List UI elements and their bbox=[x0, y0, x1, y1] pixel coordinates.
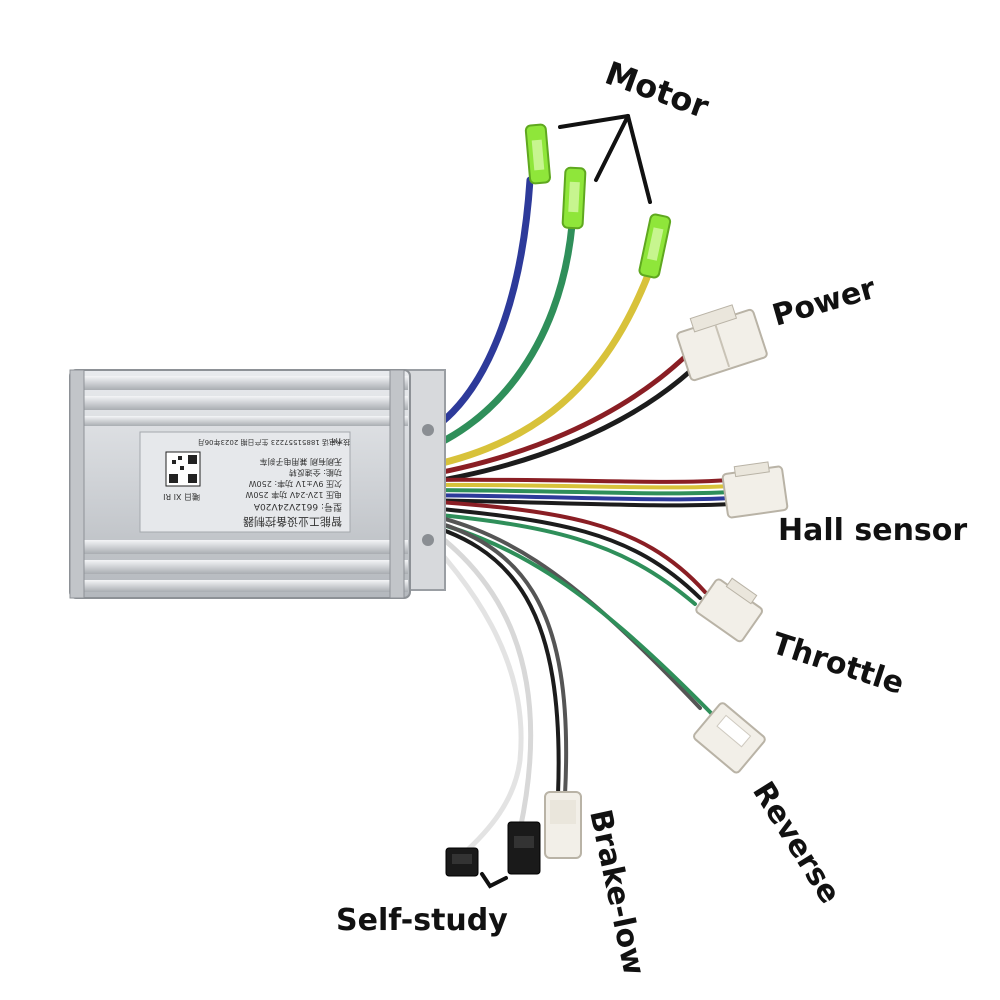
hall-wire-green bbox=[408, 488, 732, 496]
label-voltage-power: 电压 12V-24V 功率 250W bbox=[245, 490, 342, 500]
motor-arrow-right bbox=[626, 114, 652, 204]
label-product-name: 智能工业设备控制器 bbox=[243, 515, 342, 529]
selfstudy-connector-a bbox=[507, 821, 541, 875]
throttle-wire-red bbox=[408, 498, 707, 594]
label-logo-text: 曦日 XI RI bbox=[163, 492, 200, 502]
hall-wire-blue bbox=[408, 493, 732, 502]
label-reverse: Reverse bbox=[745, 776, 847, 910]
label-function: 功能: 全速反转 bbox=[289, 468, 342, 478]
hall-wire-black bbox=[408, 498, 732, 508]
label-brand-mark: TM bbox=[332, 436, 343, 444]
motor-arrow-middle bbox=[594, 114, 630, 182]
label-feature: 无刷有刷 兼用电子刹车 bbox=[259, 457, 342, 467]
reverse-connector bbox=[693, 702, 766, 774]
flange-hole-bottom bbox=[422, 534, 434, 546]
label-brake-low: Brake-low bbox=[582, 806, 651, 978]
throttle-wire-black bbox=[408, 504, 702, 600]
hall-wire-red bbox=[408, 477, 732, 484]
selfstudy-connector-b bbox=[445, 847, 479, 877]
label-model: 型号: 6612V24V20A bbox=[253, 501, 342, 512]
motor-wire-yellow bbox=[406, 266, 654, 474]
label-self-study: Self-study bbox=[336, 903, 508, 938]
wire-harness bbox=[406, 176, 732, 858]
housing-rib-2 bbox=[72, 396, 408, 410]
housing-rib-1 bbox=[72, 376, 408, 390]
connectors bbox=[445, 123, 789, 877]
throttle-wire-green bbox=[408, 510, 697, 606]
label-hall-sensor: Hall sensor bbox=[778, 513, 967, 548]
housing-rib-3 bbox=[72, 416, 408, 426]
motor-terminal-yellow bbox=[638, 213, 672, 279]
annotation-arrows bbox=[480, 114, 652, 889]
motor-terminal-blue bbox=[524, 123, 551, 185]
reverse-wire-gray bbox=[408, 508, 702, 710]
label-motor: Motor bbox=[600, 54, 714, 126]
housing-endcap-right bbox=[389, 369, 405, 599]
motor-terminal-green bbox=[561, 166, 587, 230]
label-brake-spec: 欠压 9V±1V 功率: 250W bbox=[249, 479, 342, 489]
label-support-line: 技术电话 18851557223 生产日期 2023年06月 bbox=[198, 438, 350, 447]
power-connector bbox=[676, 304, 768, 382]
power-wire-red bbox=[407, 349, 693, 481]
brake-wire-black bbox=[408, 518, 561, 797]
motor-arrow-left bbox=[558, 114, 630, 129]
selfstudy-wire-white-b bbox=[407, 517, 524, 858]
qr-code-icon bbox=[165, 451, 201, 487]
selfstudy-check-mark bbox=[480, 872, 508, 889]
flange-hole-top bbox=[422, 424, 434, 436]
label-power: Power bbox=[769, 271, 880, 334]
housing-endcap bbox=[69, 369, 85, 599]
brake-connector bbox=[544, 791, 582, 859]
label-throttle: Throttle bbox=[768, 626, 909, 701]
controller-label: 智能工业设备控制器 型号: 6612V24V20A 电压 12V-24V 功率 … bbox=[139, 431, 351, 533]
hall-wire-yellow bbox=[408, 482, 732, 490]
hall-sensor-connector bbox=[721, 461, 789, 519]
housing-rib-4 bbox=[72, 540, 408, 554]
throttle-connector bbox=[695, 577, 763, 643]
brake-wire-gray bbox=[408, 513, 569, 797]
housing-rib-5 bbox=[72, 560, 408, 574]
housing-rib-6 bbox=[72, 580, 408, 592]
